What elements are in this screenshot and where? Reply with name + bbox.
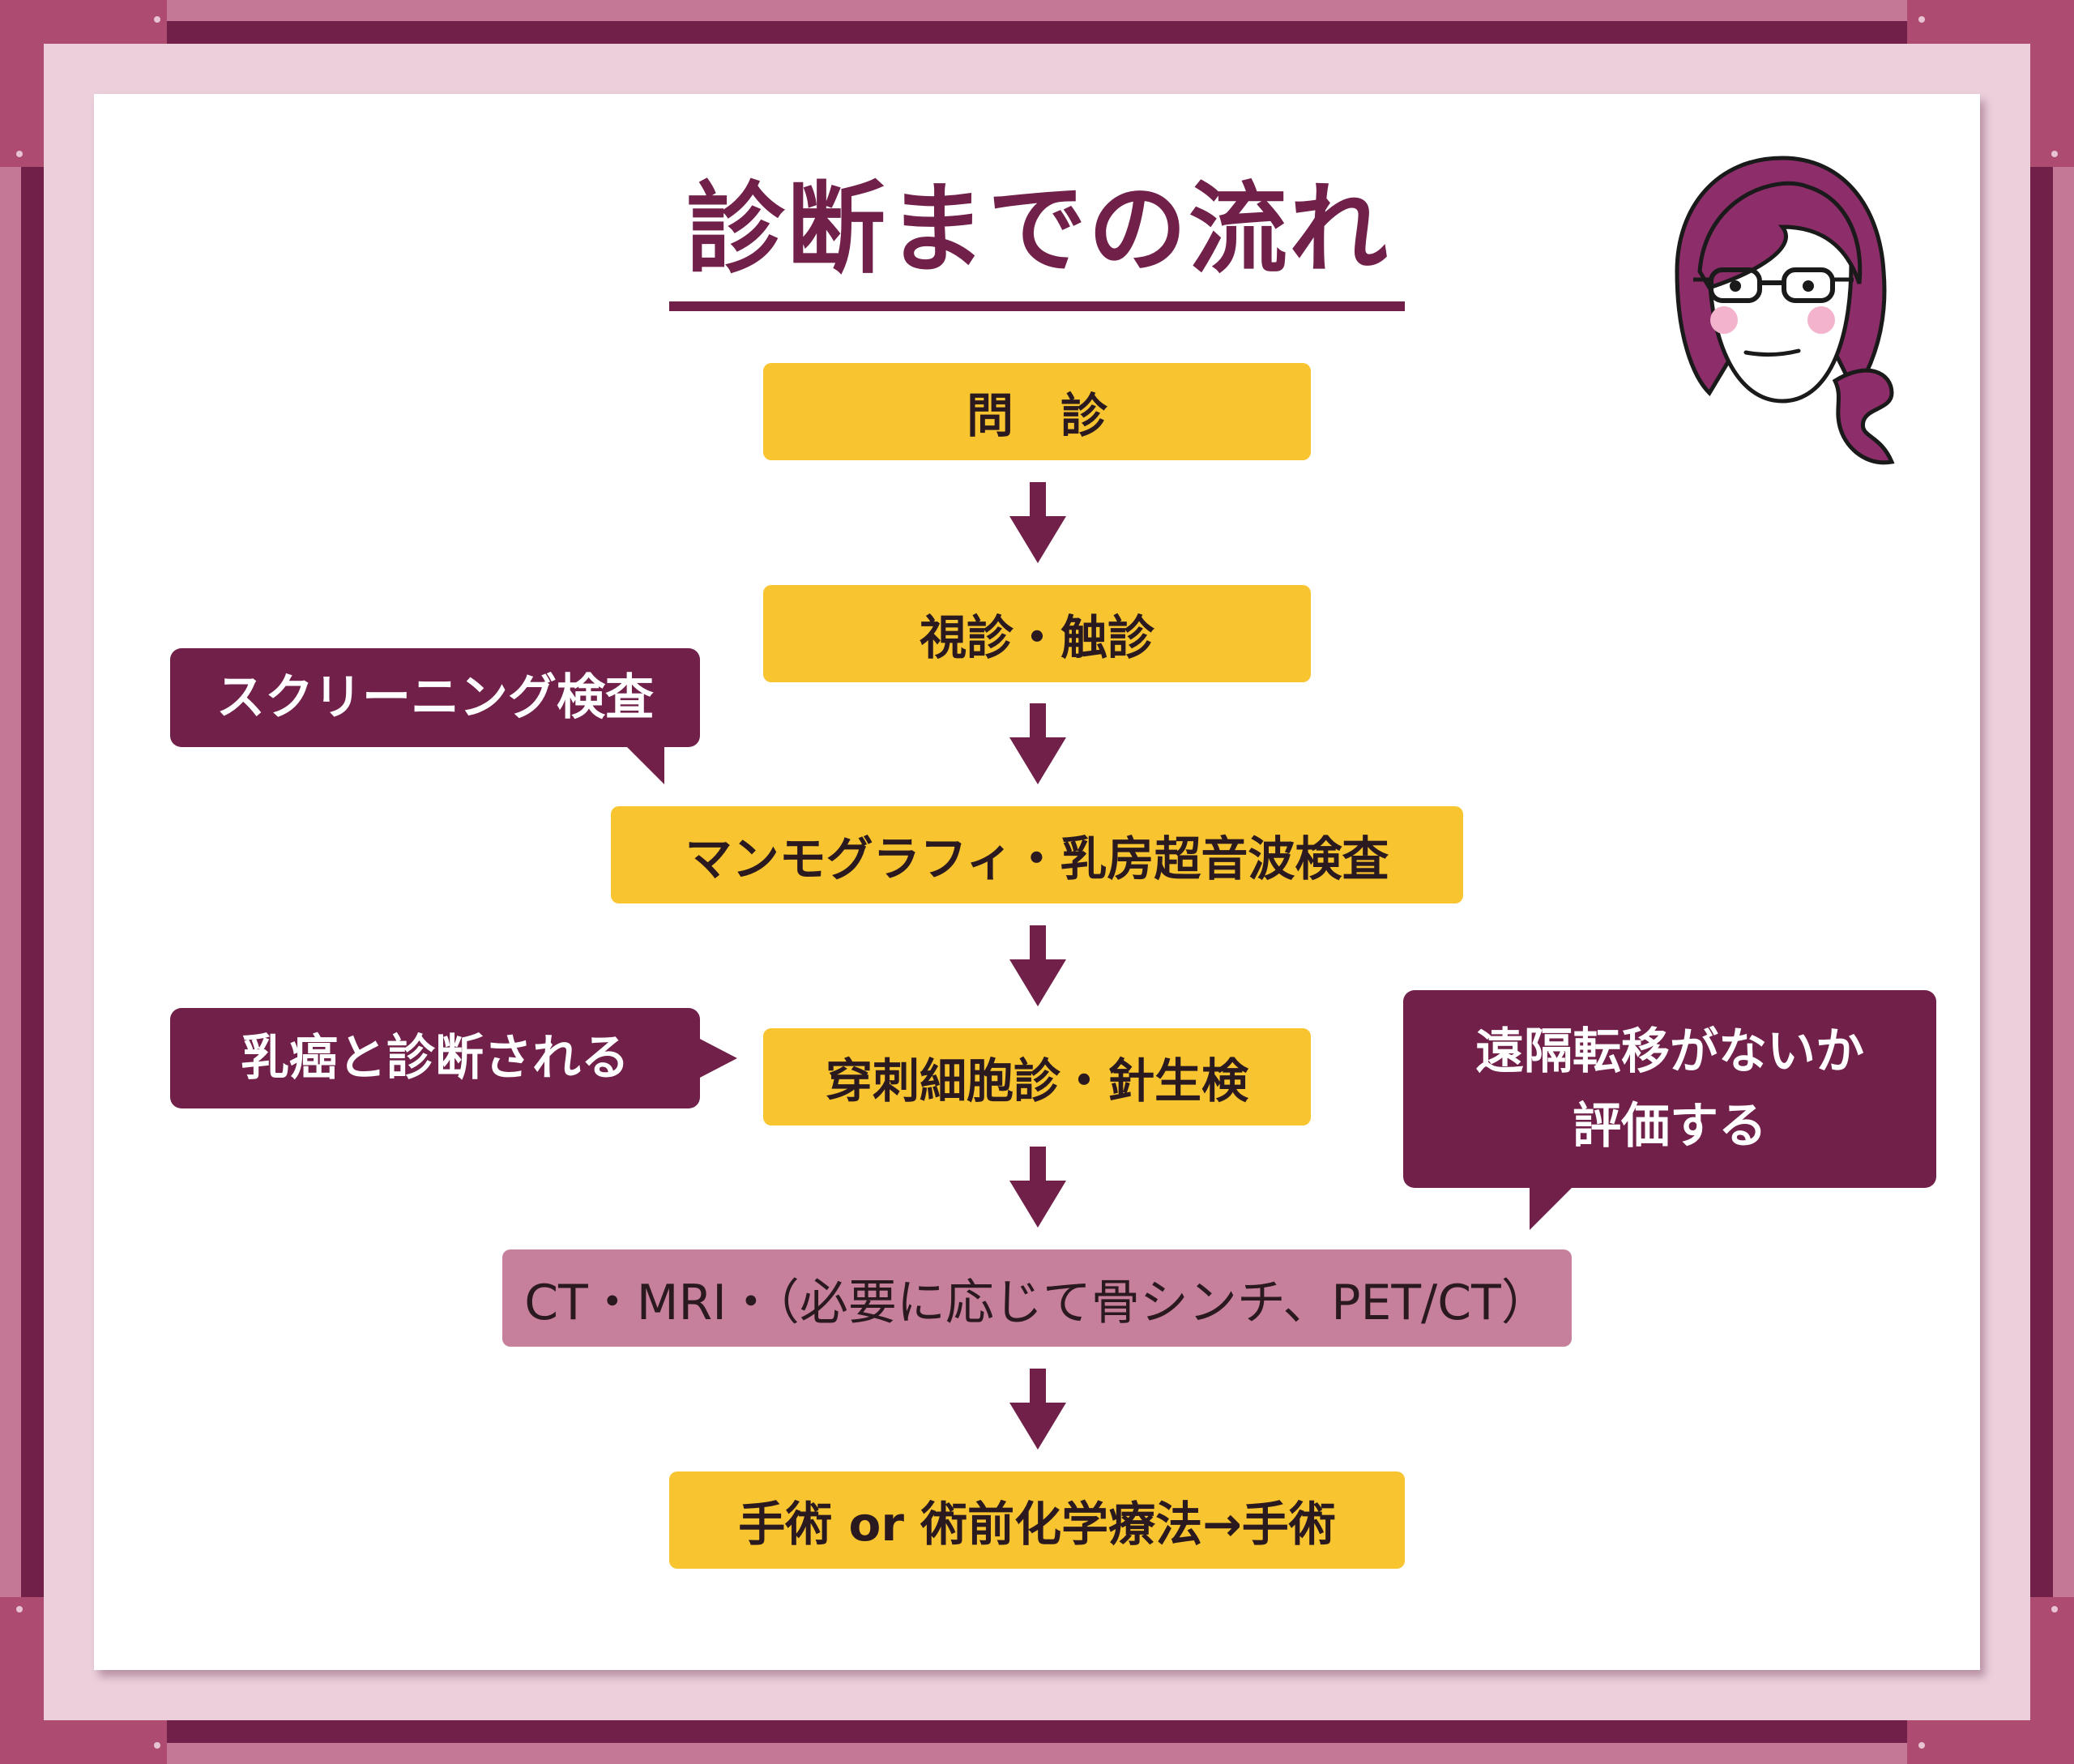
frame-rivet bbox=[16, 151, 23, 157]
callout-diagnosed-label: 乳癌と診断される bbox=[170, 1008, 700, 1108]
callout-diagnosed: 乳癌と診断される bbox=[170, 1008, 737, 1108]
callout-metastasis: 遠隔転移がないか 評価する bbox=[1403, 990, 1936, 1230]
frame-rivet bbox=[2051, 151, 2058, 157]
down-arrow-icon bbox=[1009, 1147, 1066, 1228]
callout-tail bbox=[697, 1037, 737, 1079]
down-arrow-icon bbox=[1009, 925, 1066, 1006]
callout-metastasis-line1: 遠隔転移がないか bbox=[1475, 1023, 1864, 1080]
page-title: 診断までの流れ bbox=[686, 172, 1389, 287]
down-arrow-icon bbox=[1009, 703, 1066, 784]
flow-step-interview: 問 診 bbox=[763, 363, 1311, 460]
frame-rivet bbox=[1918, 1742, 1925, 1749]
frame-rivet bbox=[154, 16, 160, 23]
frame-bottom-band bbox=[167, 1720, 1907, 1764]
down-arrow-icon bbox=[1009, 482, 1066, 563]
flow-step-label: CT・MRI・（必要に応じて骨シンチ、PET/CT） bbox=[524, 1274, 1550, 1331]
flow-step-label: マンモグラフィ・乳房超音波検査 bbox=[685, 831, 1389, 886]
flow-step-label: 問 診 bbox=[966, 388, 1107, 443]
frame-rivet bbox=[154, 1742, 160, 1749]
flow-step-staging-scan: CT・MRI・（必要に応じて骨シンチ、PET/CT） bbox=[502, 1249, 1572, 1347]
flow-step-physical-exam: 視診・触診 bbox=[763, 585, 1311, 682]
doctor-avatar-icon bbox=[1675, 156, 1895, 465]
frame-right-band bbox=[2030, 167, 2074, 1597]
callout-screening: スクリーニング検査 bbox=[170, 648, 700, 784]
frame-rivet bbox=[2051, 1606, 2058, 1612]
callout-metastasis-body: 遠隔転移がないか 評価する bbox=[1403, 990, 1936, 1188]
frame-left-band bbox=[0, 167, 44, 1597]
frame-rivet bbox=[16, 1606, 23, 1612]
flow-step-treatment: 手術 or 術前化学療法→手術 bbox=[669, 1471, 1405, 1569]
flow-step-label: 視診・触診 bbox=[919, 610, 1154, 665]
flow-step-biopsy: 穿刺細胞診・針生検 bbox=[763, 1028, 1311, 1125]
callout-tail bbox=[1530, 1185, 1575, 1230]
callout-tail bbox=[624, 744, 664, 784]
flow-step-imaging: マンモグラフィ・乳房超音波検査 bbox=[611, 806, 1463, 903]
frame-top-band bbox=[167, 0, 1907, 44]
flow-step-label: 穿刺細胞診・針生検 bbox=[825, 1053, 1248, 1108]
down-arrow-icon bbox=[1009, 1369, 1066, 1450]
callout-screening-label: スクリーニング検査 bbox=[170, 648, 700, 747]
callout-metastasis-line2: 評価する bbox=[1573, 1098, 1767, 1155]
title-underline bbox=[669, 301, 1405, 311]
flow-step-label: 手術 or 術前化学療法→手術 bbox=[738, 1497, 1336, 1552]
frame-rivet bbox=[1918, 16, 1925, 23]
